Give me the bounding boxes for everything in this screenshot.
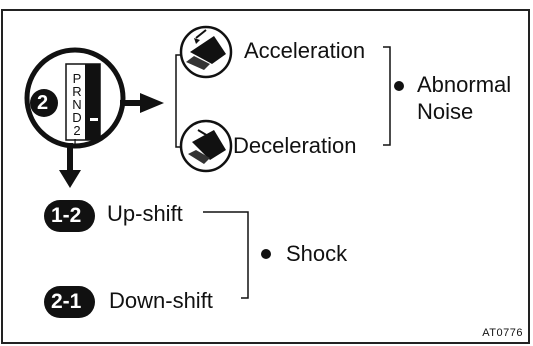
abnormal-noise-line1: Abnormal bbox=[417, 72, 512, 97]
step-2-number: 2 bbox=[37, 92, 49, 114]
shock-bullet bbox=[261, 249, 271, 259]
downshift-badge bbox=[44, 286, 95, 318]
deceleration-label: Deceleration bbox=[233, 133, 357, 158]
arrow-right-icon bbox=[120, 93, 164, 113]
selector-position: R bbox=[72, 84, 82, 99]
abnormal-noise-line2: Noise bbox=[417, 99, 474, 124]
figure-frame bbox=[1, 9, 530, 344]
selector-position: N bbox=[72, 97, 82, 112]
arrow-down-icon bbox=[59, 143, 81, 188]
noise-bracket bbox=[383, 46, 391, 146]
selector-position: L bbox=[73, 136, 81, 151]
selector-position: D bbox=[72, 110, 82, 125]
upshift-badge bbox=[44, 200, 95, 232]
upshift-label: Up-shift bbox=[107, 201, 183, 226]
gear-selector-illustration bbox=[24, 47, 126, 149]
downshift-label: Down-shift bbox=[109, 288, 213, 313]
acceleration-pedal-icon bbox=[179, 25, 233, 79]
shock-bracket bbox=[203, 211, 249, 299]
step-2-badge bbox=[30, 89, 58, 117]
selector-position: 2 bbox=[73, 123, 81, 138]
selector-position: P bbox=[72, 71, 82, 86]
downshift-step-number: 2-1 bbox=[51, 290, 82, 313]
acceleration-label: Acceleration bbox=[244, 38, 366, 63]
selector-positions: P R N D 2 L bbox=[70, 72, 84, 150]
shock-label: Shock bbox=[286, 241, 348, 266]
noise-bullet bbox=[394, 81, 404, 91]
deceleration-pedal-icon bbox=[179, 119, 233, 173]
upshift-step-number: 1-2 bbox=[51, 204, 82, 227]
figure-code: AT0776 bbox=[482, 327, 523, 339]
